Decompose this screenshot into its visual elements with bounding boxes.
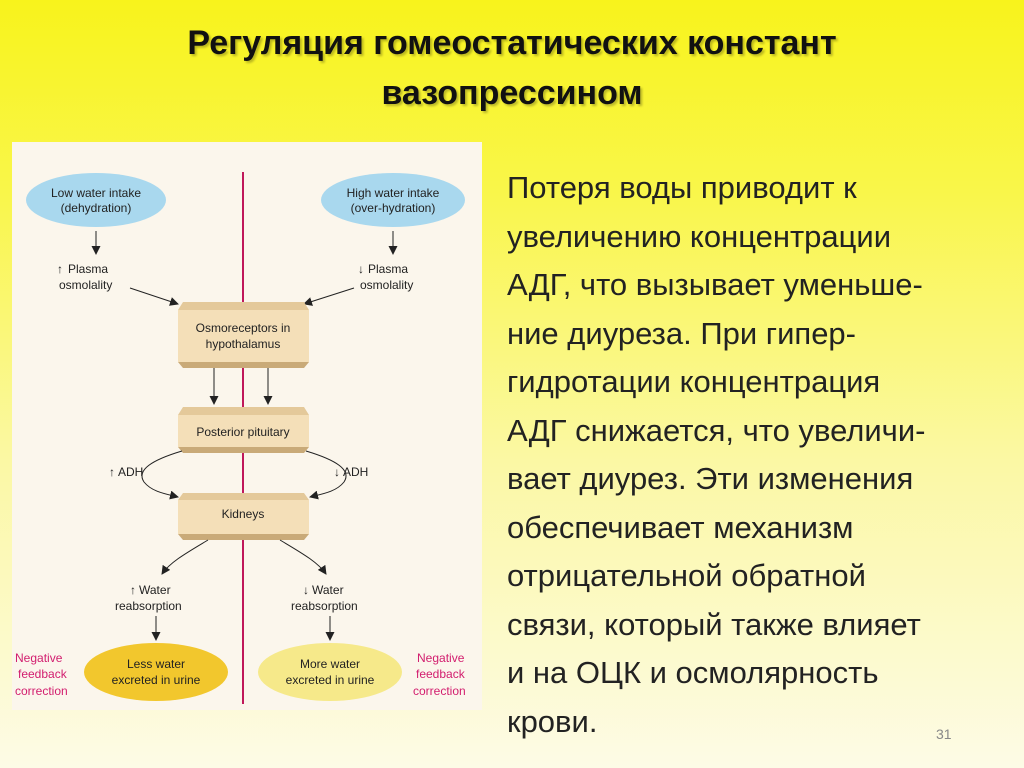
up-arrow-icon: ↑ <box>57 262 63 276</box>
high-intake-line2: (over-hydration) <box>351 201 436 215</box>
adh-up-arrow-icon: ↑ <box>109 465 115 479</box>
title-line: Регуляция гомеостатических констант <box>187 24 837 62</box>
right-feedback-line1: Negative <box>417 651 465 665</box>
slide-number: 31 <box>936 726 952 742</box>
left-feedback-line3: correction <box>15 684 68 698</box>
body-line: АДГ, что вызывает уменьше- <box>507 267 923 302</box>
high-intake-line1: High water intake <box>347 186 440 200</box>
reabsorption-down-arrow-icon: ↓ <box>303 583 309 597</box>
more-water-line1: More water <box>300 657 360 671</box>
slide-title: Регуляция гомеостатических констант вазо… <box>0 18 1024 118</box>
body-line: связи, который также влияет <box>507 606 921 642</box>
less-water-ellipse <box>84 643 228 701</box>
osmoreceptors-line1: Osmoreceptors in <box>196 321 291 335</box>
left-adh-label: ADH <box>118 465 143 479</box>
diagram-svg: Low water intake (dehydration) High wate… <box>15 172 466 704</box>
left-feedback-line1: Negative <box>15 651 63 665</box>
left-osmolality-line2: osmolality <box>59 278 112 292</box>
less-water-line2: excreted in urine <box>112 673 201 687</box>
low-intake-line2: (dehydration) <box>61 201 132 215</box>
low-intake-ellipse <box>26 173 166 227</box>
reabsorption-up-arrow-icon: ↑ <box>130 583 136 597</box>
more-water-line2: excreted in urine <box>286 673 375 687</box>
body-line: Потеря воды приводит к <box>507 170 857 205</box>
right-adh-label: ADH <box>343 465 368 479</box>
right-reabsorption-line2: reabsorption <box>291 599 358 613</box>
right-feedback-line3: correction <box>413 684 466 698</box>
vasopressin-diagram: Low water intake (dehydration) High wate… <box>12 142 482 710</box>
body-line: увеличению концентрации <box>507 218 892 254</box>
right-osmolality-line1: Plasma <box>368 262 408 276</box>
title-line: вазопрессином <box>381 74 643 112</box>
osmoreceptors-line2: hypothalamus <box>206 337 281 351</box>
body-line: гидротации концентрация <box>507 364 881 399</box>
left-reabsorption-line1: Water <box>139 583 171 597</box>
down-arrow-icon: ↓ <box>358 262 364 276</box>
body-line: крови. <box>507 703 598 739</box>
low-intake-line1: Low water intake <box>51 186 141 200</box>
body-line: ние диуреза. При гипер- <box>507 315 856 351</box>
posterior-pituitary-label: Posterior pituitary <box>196 425 289 439</box>
osmoreceptors-box: Osmoreceptors in hypothalamus <box>178 302 309 368</box>
right-feedback-line2: feedback <box>416 667 466 681</box>
body-line: отрицательной обратной <box>507 558 866 593</box>
body-line: вает диурез. Эти изменения <box>507 461 914 496</box>
more-water-ellipse <box>258 643 402 701</box>
left-reabsorption-line2: reabsorption <box>115 599 182 613</box>
body-line: обеспечивает механизм <box>507 509 854 545</box>
adh-down-arrow-icon: ↓ <box>334 465 340 479</box>
left-osmolality-line1: Plasma <box>68 262 108 276</box>
right-osmolality-line2: osmolality <box>360 278 413 292</box>
kidneys-box: Kidneys <box>178 493 309 540</box>
body-line: и на ОЦК и осмолярность <box>507 655 879 690</box>
right-reabsorption-line1: Water <box>312 583 344 597</box>
posterior-pituitary-box: Posterior pituitary <box>178 407 309 453</box>
body-line: АДГ снижается, что увеличи- <box>507 412 926 448</box>
left-feedback-line2: feedback <box>18 667 68 681</box>
kidneys-label: Kidneys <box>222 507 265 521</box>
less-water-line1: Less water <box>127 657 185 671</box>
high-intake-ellipse <box>321 173 465 227</box>
slide-body-text: Потеря воды приводит к увеличению концен… <box>507 164 1007 746</box>
